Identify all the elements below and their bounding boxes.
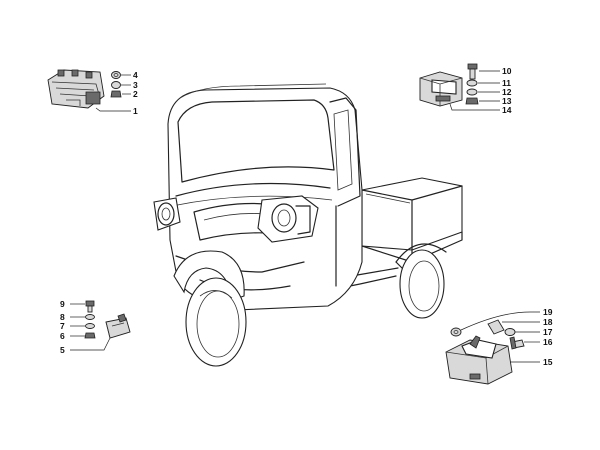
part-label-10: 10 [502, 66, 512, 76]
washer-7 [85, 323, 95, 329]
nut-6 [84, 332, 96, 339]
right-headlight [257, 195, 319, 243]
control-box-15 [445, 335, 513, 385]
part-label-16: 16 [543, 337, 553, 347]
washer-12 [466, 88, 478, 96]
vehicle-drawing [153, 83, 463, 367]
part-label-2: 2 [133, 89, 138, 99]
part-label-18: 18 [543, 317, 553, 327]
cabin [167, 83, 363, 311]
part-label-11: 11 [502, 78, 511, 88]
part-label-17: 17 [543, 327, 553, 337]
washer-8 [85, 314, 95, 320]
part-label-5: 5 [60, 345, 65, 355]
bracket-5 [105, 313, 131, 339]
part-label-1: 1 [133, 106, 138, 116]
part-label-8: 8 [60, 312, 65, 322]
part-label-7: 7 [60, 321, 65, 331]
washer-4 [111, 71, 121, 79]
spacer-18 [487, 319, 505, 335]
part-label-4: 4 [133, 70, 138, 80]
left-headlight [153, 197, 181, 231]
bolt-9 [85, 300, 95, 313]
part-label-19: 19 [543, 307, 553, 317]
part-group-bottom-left: 9 8 7 6 5 [60, 299, 131, 355]
washer-3 [111, 81, 121, 89]
cargo-bed [361, 177, 463, 263]
bolt-10 [467, 63, 478, 80]
part-label-15: 15 [543, 357, 553, 367]
part-label-12: 12 [502, 87, 512, 97]
washer-19 [450, 327, 462, 337]
part-group-top-right: 10 11 12 13 14 [419, 63, 512, 115]
part-label-3: 3 [133, 80, 138, 90]
part-label-14: 14 [502, 105, 512, 115]
part-label-9: 9 [60, 299, 65, 309]
screw-16 [509, 336, 525, 350]
part-group-top-left: 4 3 2 1 [47, 69, 138, 116]
washer-11 [466, 79, 478, 87]
washer-17 [504, 328, 516, 336]
front-wheel [173, 250, 247, 367]
rear-wheel [395, 243, 447, 319]
part-label-6: 6 [60, 331, 65, 341]
relay-component-1 [47, 69, 105, 109]
nut-13 [465, 97, 479, 105]
nut-2 [110, 90, 122, 98]
control-unit-14 [419, 71, 463, 107]
part-label-13: 13 [502, 96, 512, 106]
part-group-bottom-right: 19 18 17 16 15 [445, 307, 553, 385]
